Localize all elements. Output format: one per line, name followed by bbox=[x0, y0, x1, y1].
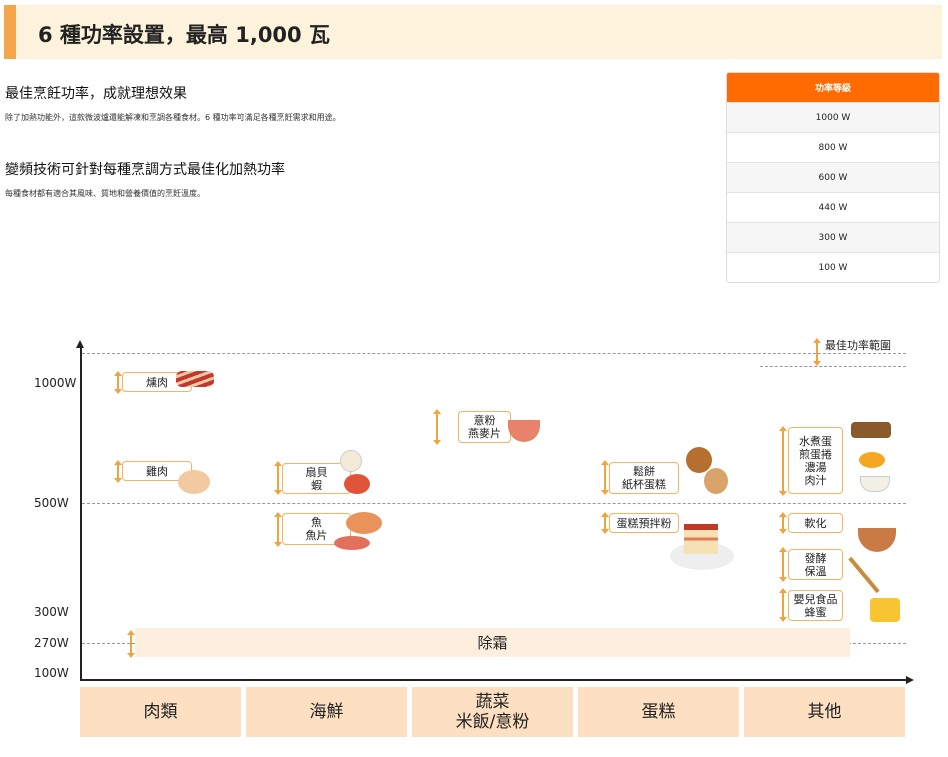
scallop-image bbox=[340, 450, 362, 472]
range-arrow-icon bbox=[601, 512, 609, 534]
item-ferment-keep-warm: 發酵 保溫 bbox=[788, 549, 843, 580]
category-other: 其他 bbox=[744, 687, 905, 737]
section-heading: 變頻技術可針對每種烹調方式最佳化加熱功率 bbox=[5, 162, 285, 178]
item-soften: 軟化 bbox=[788, 513, 843, 533]
y-axis-arrow-icon bbox=[76, 340, 84, 348]
item-pasta-oatmeal: 意粉 燕麥片 bbox=[458, 411, 511, 443]
x-axis bbox=[80, 679, 908, 681]
table-row: 100 W bbox=[727, 252, 939, 282]
optimal-range-top-line bbox=[82, 353, 906, 354]
page-title: 6 種功率設置，最高 1,000 瓦 bbox=[38, 23, 330, 47]
power-level-table: 功率等級 1000 W 800 W 600 W 440 W 300 W 100 … bbox=[726, 72, 940, 283]
legend-range-line bbox=[760, 366, 906, 367]
range-arrow-icon bbox=[813, 338, 821, 366]
x-axis-arrow-icon bbox=[906, 676, 914, 684]
range-arrow-icon bbox=[127, 630, 135, 658]
range-arrow-icon bbox=[779, 512, 787, 534]
table-header: 功率等級 bbox=[727, 73, 939, 102]
range-arrow-icon bbox=[601, 460, 609, 495]
y-label: 270W bbox=[34, 636, 69, 650]
y-label: 300W bbox=[34, 605, 69, 619]
oatmeal-bowl-image bbox=[508, 420, 540, 442]
poached-egg-image bbox=[851, 422, 891, 438]
y-label: 100W bbox=[34, 666, 69, 680]
shrimp-image bbox=[344, 474, 370, 494]
item-cake-mix: 蛋糕預拌粉 bbox=[609, 513, 679, 533]
y-label: 500W bbox=[34, 496, 69, 510]
legend-label: 最佳功率範圍 bbox=[825, 339, 891, 352]
range-arrow-icon bbox=[779, 547, 787, 582]
range-arrow-icon bbox=[779, 426, 787, 496]
range-arrow-icon bbox=[114, 460, 122, 483]
range-arrow-icon bbox=[779, 588, 787, 622]
omelette-image bbox=[859, 452, 885, 468]
page-header: 6 種功率設置，最高 1,000 瓦 bbox=[4, 5, 942, 59]
y-axis bbox=[80, 345, 82, 681]
chicken-image bbox=[178, 470, 210, 494]
section-heading: 最佳烹飪功率，成就理想效果 bbox=[5, 86, 187, 102]
item-egg-soup-gravy: 水煮蛋 煎蛋捲 濃湯 肉汁 bbox=[788, 427, 843, 494]
cupcake-image bbox=[704, 468, 728, 494]
porridge-bowl-image bbox=[858, 528, 896, 552]
table-row: 440 W bbox=[727, 192, 939, 222]
bacon-image bbox=[176, 371, 214, 387]
defrost-band: 除霜 bbox=[135, 628, 850, 657]
fish-image bbox=[334, 536, 370, 550]
table-row: 800 W bbox=[727, 132, 939, 162]
soup-image bbox=[860, 476, 890, 492]
category-vegetables-rice-pasta: 蔬菜 米飯/意粉 bbox=[412, 687, 573, 737]
fish-fillet-image bbox=[346, 512, 382, 534]
section-text: 除了加熱功能外，這款微波爐還能解凍和烹調各種食材。6 種功率可滿足各種烹飪需求和… bbox=[5, 113, 341, 122]
item-muffin-cupcake: 鬆餅 紙杯蛋糕 bbox=[609, 462, 679, 494]
range-arrow-icon bbox=[114, 371, 122, 394]
range-arrow-icon bbox=[433, 409, 441, 445]
item-scallop-shrimp: 扇貝 蝦 bbox=[282, 463, 351, 494]
muffin-image bbox=[686, 447, 712, 473]
item-bacon: 燻肉 bbox=[122, 372, 192, 392]
cake-image bbox=[684, 524, 718, 554]
table-row: 1000 W bbox=[727, 102, 939, 132]
gridline-500w bbox=[82, 503, 906, 504]
section-text: 每種食材都有適合其風味、質地和營養價值的烹飪溫度。 bbox=[5, 189, 205, 198]
category-seafood: 海鮮 bbox=[246, 687, 407, 737]
item-baby-food-honey: 嬰兒食品 蜂蜜 bbox=[788, 590, 843, 621]
honey-dipper-image bbox=[848, 556, 880, 594]
category-meat: 肉類 bbox=[80, 687, 241, 737]
honey-jar-image bbox=[870, 598, 900, 622]
range-arrow-icon bbox=[274, 512, 282, 547]
range-arrow-icon bbox=[274, 461, 282, 495]
table-row: 600 W bbox=[727, 162, 939, 192]
defrost-label: 除霜 bbox=[477, 634, 508, 652]
table-row: 300 W bbox=[727, 222, 939, 252]
y-label: 1000W bbox=[34, 376, 77, 390]
category-cake: 蛋糕 bbox=[578, 687, 739, 737]
item-chicken: 雞肉 bbox=[122, 461, 192, 481]
